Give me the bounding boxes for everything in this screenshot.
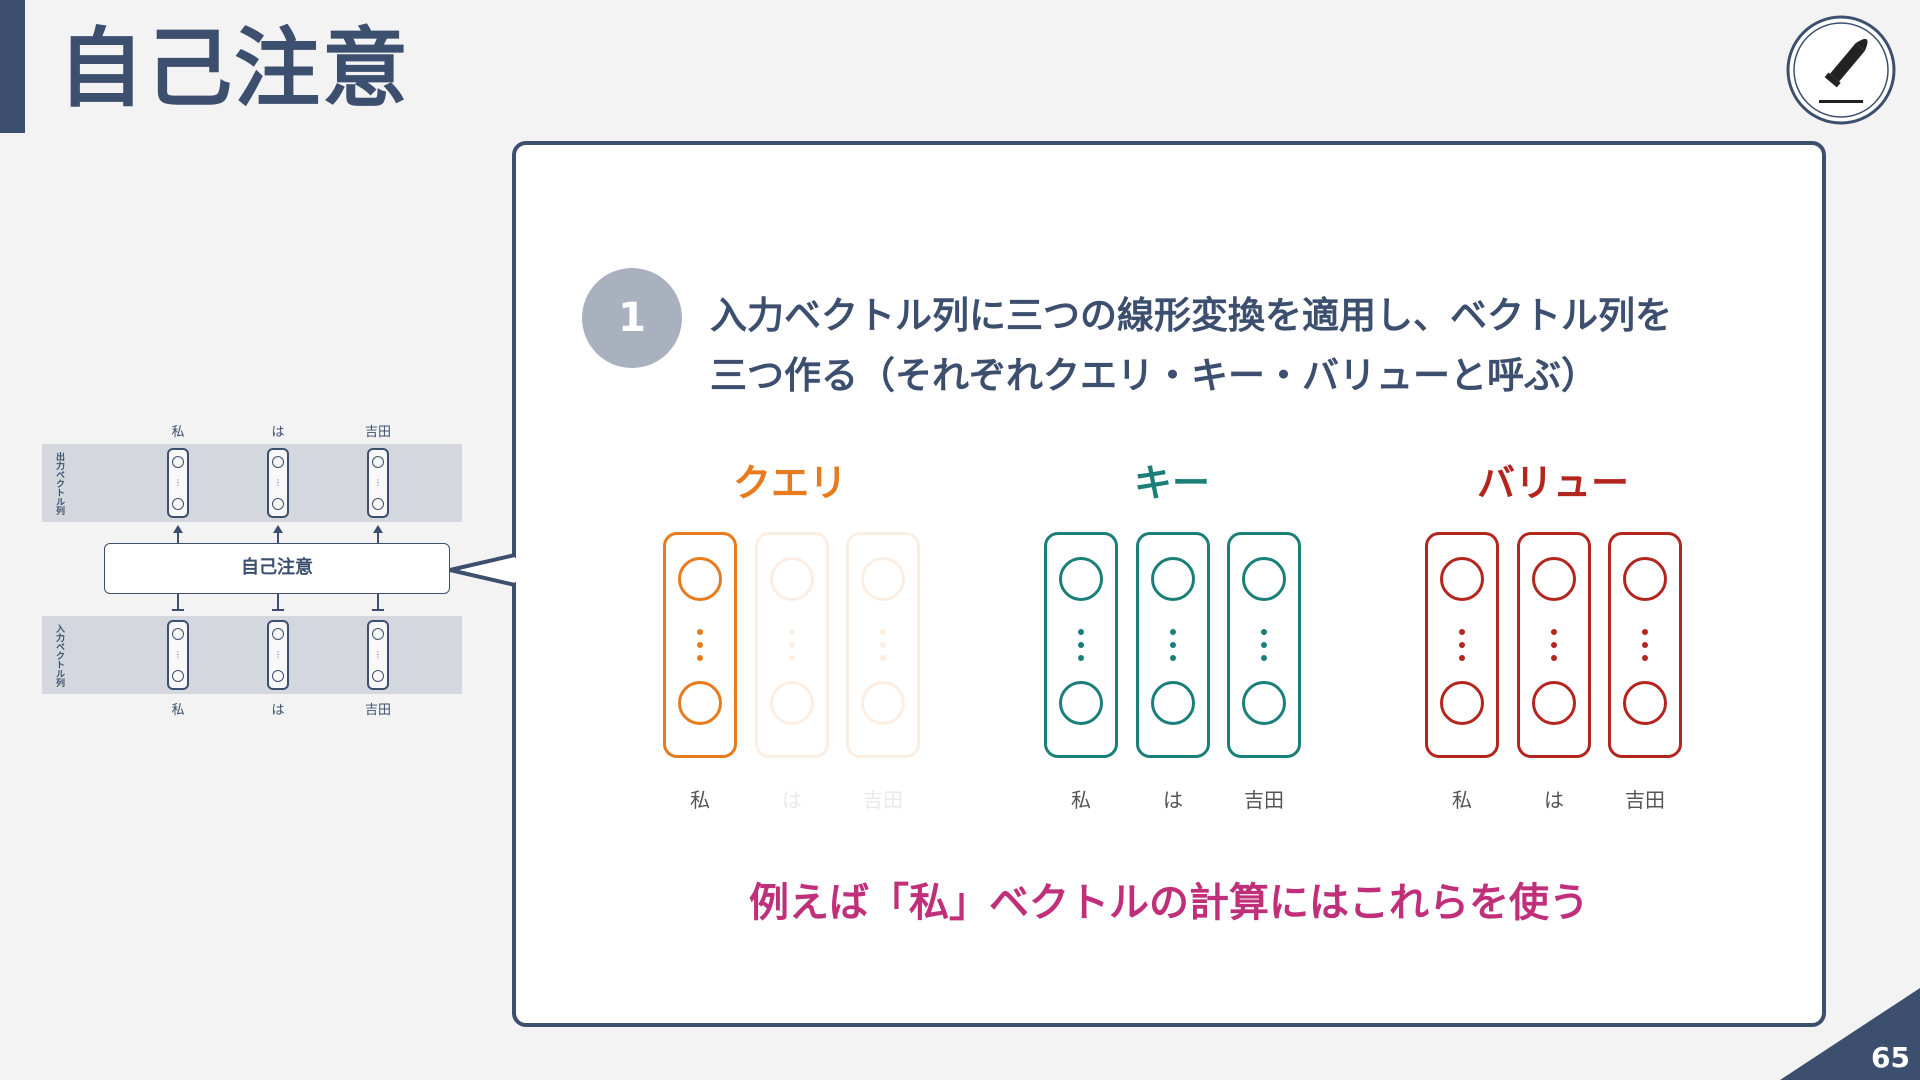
step-number-badge: 1 [582, 268, 682, 368]
value-vector [1425, 532, 1499, 758]
mini-arrows [172, 525, 384, 611]
page-corner [1780, 988, 1920, 1080]
key-heading: キー [1133, 461, 1210, 505]
query-word: 吉田 [863, 788, 903, 812]
output-vector-band [42, 444, 462, 522]
key-vector [1227, 532, 1301, 758]
key-word: は [1163, 788, 1183, 812]
input-vector-band [42, 616, 462, 694]
key-word: 私 [1071, 788, 1091, 812]
query-vector [755, 532, 829, 758]
step-line-2: 三つ作る（それぞれクエリ・キー・バリューと呼ぶ） [710, 354, 1598, 397]
key-vector [1044, 532, 1118, 758]
query-vector [846, 532, 920, 758]
step-line-1: 入力ベクトル列に三つの線形変換を適用し、ベクトル列を [710, 294, 1672, 337]
mini-input-vector: ⋮ [367, 620, 389, 690]
mini-bottom-word: は [271, 703, 285, 718]
mini-input-vector: ⋮ [167, 620, 189, 690]
key-word: 吉田 [1244, 788, 1284, 812]
page-title: 自己注意 [58, 19, 410, 119]
value-vector [1517, 532, 1591, 758]
query-vector [663, 532, 737, 758]
value-heading: バリュー [1476, 461, 1629, 505]
mini-bottom-word: 私 [171, 703, 185, 718]
page-number: 65 [1871, 1041, 1910, 1074]
mini-top-word: は [271, 425, 285, 440]
mini-top-word: 吉田 [364, 425, 391, 440]
mini-output-vector: ⋮ [367, 448, 389, 518]
query-word: 私 [690, 788, 710, 812]
step-description: 入力ベクトル列に三つの線形変換を適用し、ベクトル列を 三つ作る（それぞれクエリ・… [710, 286, 1780, 406]
mini-input-vector: ⋮ [267, 620, 289, 690]
key-vector [1136, 532, 1210, 758]
self-attention-box: 自己注意 [104, 543, 450, 594]
input-vector-label: 入力ベクトル列 [54, 623, 64, 687]
value-word: 私 [1452, 788, 1472, 812]
value-vector [1608, 532, 1682, 758]
example-note: 例えば「私」ベクトルの計算にはこれらを使う [749, 880, 1589, 926]
mini-output-vector: ⋮ [167, 448, 189, 518]
mini-top-word: 私 [171, 425, 185, 440]
callout-pointer [449, 553, 523, 587]
value-word: 吉田 [1625, 788, 1665, 812]
title-accent-bar [0, 0, 25, 133]
mini-output-vector: ⋮ [267, 448, 289, 518]
mini-bottom-word: 吉田 [364, 703, 391, 718]
bullet-icon [1786, 15, 1896, 125]
query-word: は [782, 788, 802, 812]
value-word: は [1544, 788, 1564, 812]
query-heading: クエリ [732, 461, 847, 505]
output-vector-label: 出力ベクトル列 [54, 451, 64, 515]
